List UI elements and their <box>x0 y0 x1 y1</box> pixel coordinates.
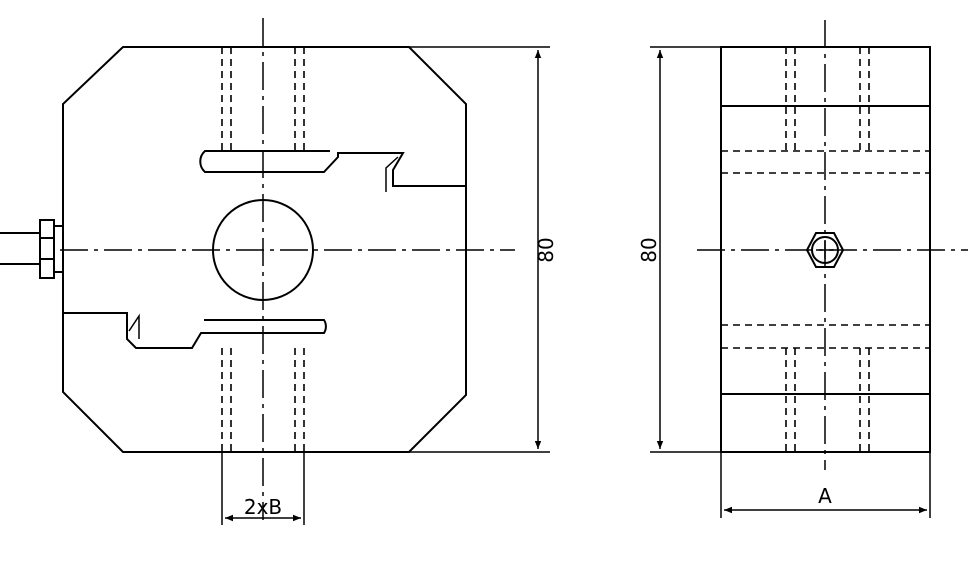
side-height-dimension: 80 <box>637 46 721 453</box>
side-width-label: A <box>818 484 832 508</box>
side-hidden-thread-top <box>785 47 870 151</box>
side-hidden-thread-bottom <box>785 348 870 452</box>
front-width-label: 2xB <box>244 495 282 519</box>
upper-slot-inner <box>385 156 399 192</box>
side-view: 80 A <box>637 20 968 518</box>
lower-slot <box>63 312 327 349</box>
front-height-label: 80 <box>534 237 558 262</box>
front-width-dimension: 2xB <box>221 452 305 525</box>
hidden-thread-top <box>221 47 305 151</box>
side-height-label: 80 <box>637 237 661 262</box>
front-view: 80 2xB <box>0 18 558 525</box>
lower-slot-inner <box>128 313 140 339</box>
cable-gland <box>0 219 64 279</box>
side-width-dimension: A <box>720 452 931 518</box>
hidden-thread-bottom <box>221 348 305 452</box>
front-height-dimension: 80 <box>409 46 558 453</box>
upper-slot <box>199 150 466 187</box>
